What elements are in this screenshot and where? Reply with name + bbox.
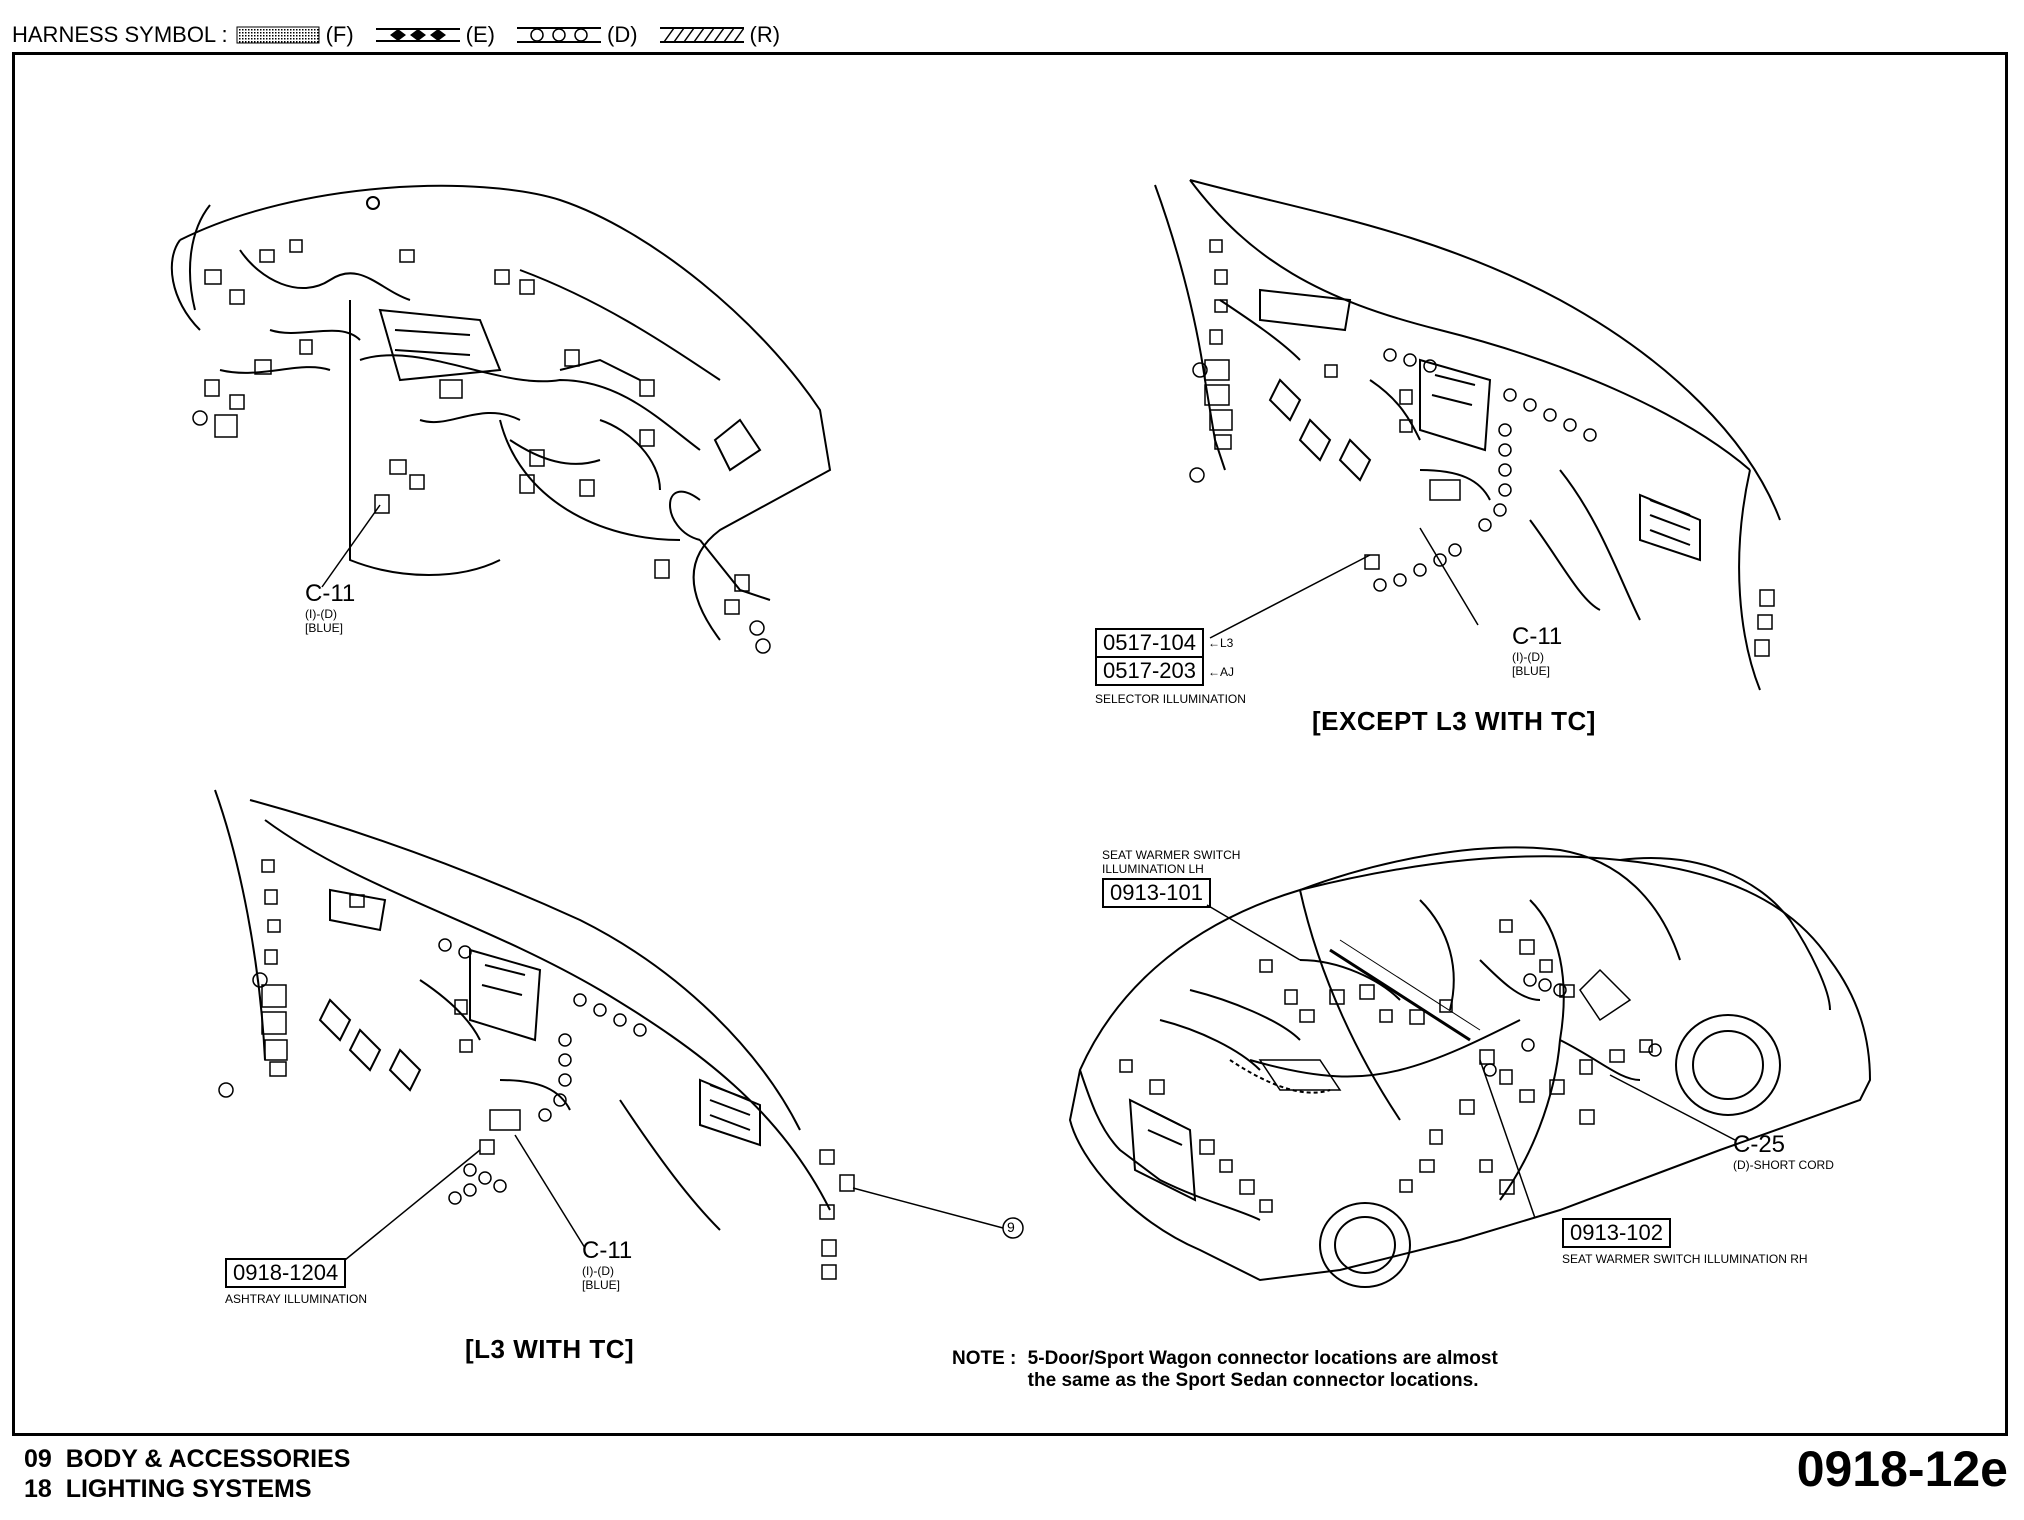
legend-code-f: (F) [325,22,354,47]
dotted-fill-symbol [236,26,320,44]
connector-color: [BLUE] [305,621,344,635]
code-row-aj: 0517-203 ← AJ [1095,658,1246,686]
connector-spec: (I)-(D) [582,1264,614,1278]
circles-symbol [517,27,601,43]
connector-id: C-11 [582,1237,633,1264]
note-line-1: 5-Door/Sport Wagon connector locations a… [1027,1348,1498,1369]
dashboard-drawing-bottom-left [214,789,1004,1280]
dashboard-drawing-top-left [170,184,832,654]
caption-except-l3-with-tc: [EXCEPT L3 WITH TC] [1312,706,1596,736]
connector-spec: (D)-SHORT CORD [1733,1158,1834,1172]
connector-spec: (I)-(D) [1512,650,1544,664]
connector-label-top-left: C-11 (I)-(D) [BLUE] [305,580,356,636]
code-label: SEAT WARMER SWITCH ILLUMINATION RH [1562,1252,1808,1266]
code-box: 0913-102 [1562,1218,1671,1248]
connector-label-top-right: C-11 (I)-(D) [BLUE] [1512,623,1563,679]
hatched-symbol [659,27,744,43]
footer-line-1: 09 BODY & ACCESSORIES [24,1445,351,1473]
connector-spec: (I)-(D) [305,607,337,621]
connector-id: C-11 [1512,623,1563,650]
ashtray-illumination-code: 0918-1204 ASHTRAY ILLUMINATION [225,1258,367,1306]
section-footer: 09 BODY & ACCESSORIES 18 LIGHTING SYSTEM… [24,1444,350,1504]
arrow-icon: ← [1207,665,1220,679]
connector-color: [BLUE] [582,1278,621,1292]
note: NOTE : 5-Door/Sport Wagon connector loca… [952,1348,1498,1392]
code-box: 0517-104 [1095,628,1204,658]
note-line-2: the same as the Sport Sedan connector lo… [1027,1370,1479,1391]
page-code: 0918-12e [1796,1441,2008,1497]
legend-code-d: (D) [607,22,638,47]
code-row-l3: 0517-104 ← L3 [1095,628,1246,658]
code-tag: L3 [1219,636,1234,650]
selector-illumination-codes: 0517-104 ← L3 0517-203 ← AJ SELECTOR ILL… [1095,628,1246,706]
connector-label-bottom-left: C-11 (I)-(D) [BLUE] [582,1237,633,1293]
sedan-drawing-bottom-right [1068,846,1872,1288]
codes-label: SELECTOR ILLUMINATION [1095,692,1246,706]
connector-label-c25: C-25 (D)-SHORT CORD [1733,1131,1834,1173]
circle-ref-9: 9 [1007,1219,1015,1235]
legend-code-r: (R) [749,22,781,47]
legend-title: HARNESS SYMBOL : [12,22,228,47]
dashboard-drawing-top-right [1154,179,1781,691]
arrow-icon: ← [1207,636,1220,650]
connector-id: C-25 [1733,1131,1786,1158]
footer-line-2: 18 LIGHTING SYSTEMS [24,1475,312,1503]
seat-warmer-rh-label: 0913-102 SEAT WARMER SWITCH ILLUMINATION… [1562,1218,1808,1266]
caption-l3-with-tc: [L3 WITH TC] [465,1334,635,1364]
connector-color: [BLUE] [1512,664,1551,678]
connector-id: C-11 [305,580,356,607]
seat-warmer-lh-label: SEAT WARMER SWITCH ILLUMINATION LH 0913-… [1102,848,1240,908]
label-line-2: ILLUMINATION LH [1102,862,1204,876]
code-box: 0918-1204 [225,1258,347,1288]
code-label: ASHTRAY ILLUMINATION [225,1292,368,1306]
note-prefix: NOTE : [952,1348,1017,1369]
harness-symbol-legend: HARNESS SYMBOL : (F) (E) (D) (R) [12,22,798,48]
diagram-frame [12,52,2008,1436]
code-box: 0517-203 [1095,658,1204,686]
diamonds-symbol [375,28,460,42]
label-line-1: SEAT WARMER SWITCH [1102,848,1241,862]
code-tag: AJ [1219,665,1234,679]
legend-code-e: (E) [465,22,495,47]
code-box: 0913-101 [1102,878,1211,908]
